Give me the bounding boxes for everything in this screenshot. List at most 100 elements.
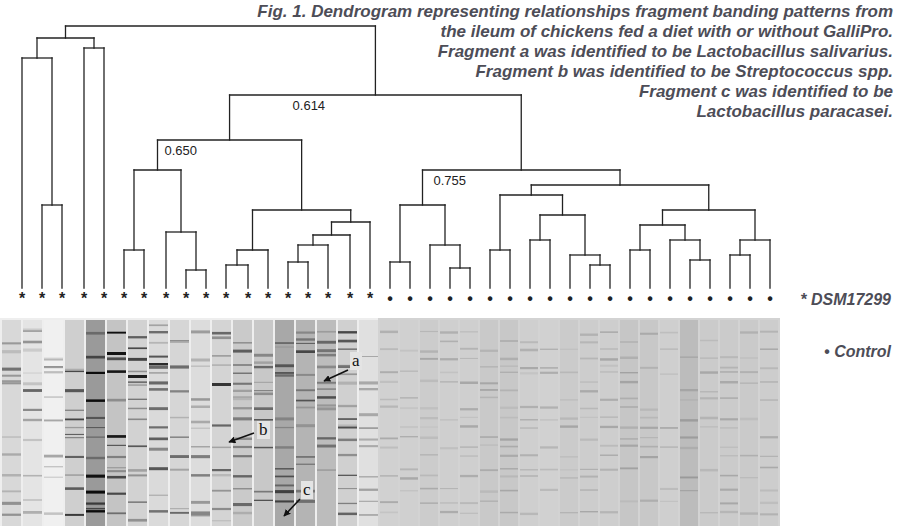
gel-band	[86, 502, 105, 505]
leaf-marker: •	[620, 290, 640, 308]
gel-band	[149, 363, 168, 366]
dendrogram-branch	[619, 170, 620, 185]
gel-band	[191, 428, 210, 429]
gel-band	[500, 455, 518, 457]
leaf-marker: *	[32, 290, 52, 308]
gel-band	[640, 427, 658, 429]
gel-band	[254, 407, 273, 410]
gel-band	[660, 373, 678, 375]
gel-band	[338, 503, 357, 504]
gel-band	[338, 488, 357, 489]
gel-band	[254, 382, 273, 383]
gel-band	[254, 354, 273, 357]
gel-band	[233, 455, 252, 457]
gel-band	[640, 409, 658, 411]
gel-band	[480, 445, 498, 446]
gel-band	[420, 331, 438, 332]
gel-band	[359, 514, 378, 516]
gel-band	[540, 489, 558, 491]
gel-band	[740, 477, 758, 478]
leaf-marker: *	[216, 290, 236, 308]
dendrogram-branch	[229, 95, 230, 140]
gel-band	[296, 350, 315, 353]
gel-band	[86, 436, 105, 438]
gel-band	[128, 469, 147, 472]
gel-band	[640, 333, 658, 335]
gel-band	[359, 413, 378, 416]
gel-band	[170, 340, 189, 343]
gel-band	[620, 406, 638, 407]
leaf-marker: •	[500, 290, 520, 308]
gel-band	[170, 340, 189, 341]
gel-lane	[700, 320, 718, 526]
gel-band	[600, 348, 618, 349]
gel-lane	[128, 320, 147, 526]
gel-band	[317, 382, 336, 384]
fragment-label: c	[301, 481, 313, 499]
leaf-marker: •	[640, 290, 660, 308]
gel-band	[2, 375, 21, 377]
gel-band	[65, 434, 84, 435]
gel-ground	[378, 318, 780, 526]
leaf-marker: *	[156, 290, 176, 308]
gel-lane	[170, 320, 189, 526]
gel-band	[520, 469, 538, 470]
gel-band	[23, 499, 42, 501]
gel-band	[720, 447, 738, 448]
leaf-marker: *	[94, 290, 114, 308]
gel-band	[107, 476, 126, 479]
gel-band	[317, 341, 336, 344]
gel-band	[700, 371, 718, 374]
dendrogram-branch	[469, 268, 470, 288]
gel-band	[440, 372, 458, 374]
gel-band	[660, 349, 678, 350]
gel-band	[149, 426, 168, 428]
gel-band	[660, 488, 678, 490]
gel-lane	[660, 320, 678, 526]
gel-band	[212, 383, 231, 386]
gel-band	[640, 500, 658, 502]
gel-band	[540, 419, 558, 421]
gel-band	[170, 436, 189, 438]
dendrogram-branch	[297, 245, 298, 262]
gel-band	[107, 512, 126, 514]
gel-band	[660, 501, 678, 502]
dendrogram-branch	[133, 170, 134, 250]
dendrogram-branch	[669, 240, 670, 288]
gel-band	[420, 407, 438, 409]
gel-band	[580, 439, 598, 441]
gel-band	[580, 469, 598, 470]
gel-band	[420, 427, 438, 428]
gel-band	[107, 445, 126, 446]
dendrogram-branch	[369, 222, 370, 288]
gel-band	[44, 366, 63, 368]
gel-band	[275, 468, 294, 469]
gel-band	[338, 427, 357, 429]
gel-band	[359, 427, 378, 429]
gel-band	[680, 447, 698, 449]
gel-lane	[380, 320, 398, 526]
gel-band	[338, 340, 357, 343]
dendrogram-branch	[629, 250, 630, 288]
gel-band	[740, 371, 758, 373]
gel-lane	[600, 320, 618, 526]
gel-band	[660, 427, 678, 429]
leaf-marker: •	[560, 290, 580, 308]
gel-band	[107, 399, 126, 402]
leaf-marker: •	[400, 290, 420, 308]
fragment-arrows	[229, 370, 348, 516]
gel-band	[212, 469, 231, 471]
leaf-marker: •	[680, 290, 700, 308]
gel-band	[460, 348, 478, 350]
gel-band	[520, 372, 538, 374]
gel-band	[317, 382, 336, 384]
gel-band	[128, 384, 147, 386]
gel-band	[128, 474, 147, 476]
gel-band	[233, 364, 252, 365]
dendrogram-branch	[83, 48, 84, 288]
gel-band	[720, 371, 738, 373]
gel-band	[600, 426, 618, 428]
gel-band	[86, 427, 105, 428]
gel-lane	[44, 320, 63, 526]
gel-band	[317, 469, 336, 471]
